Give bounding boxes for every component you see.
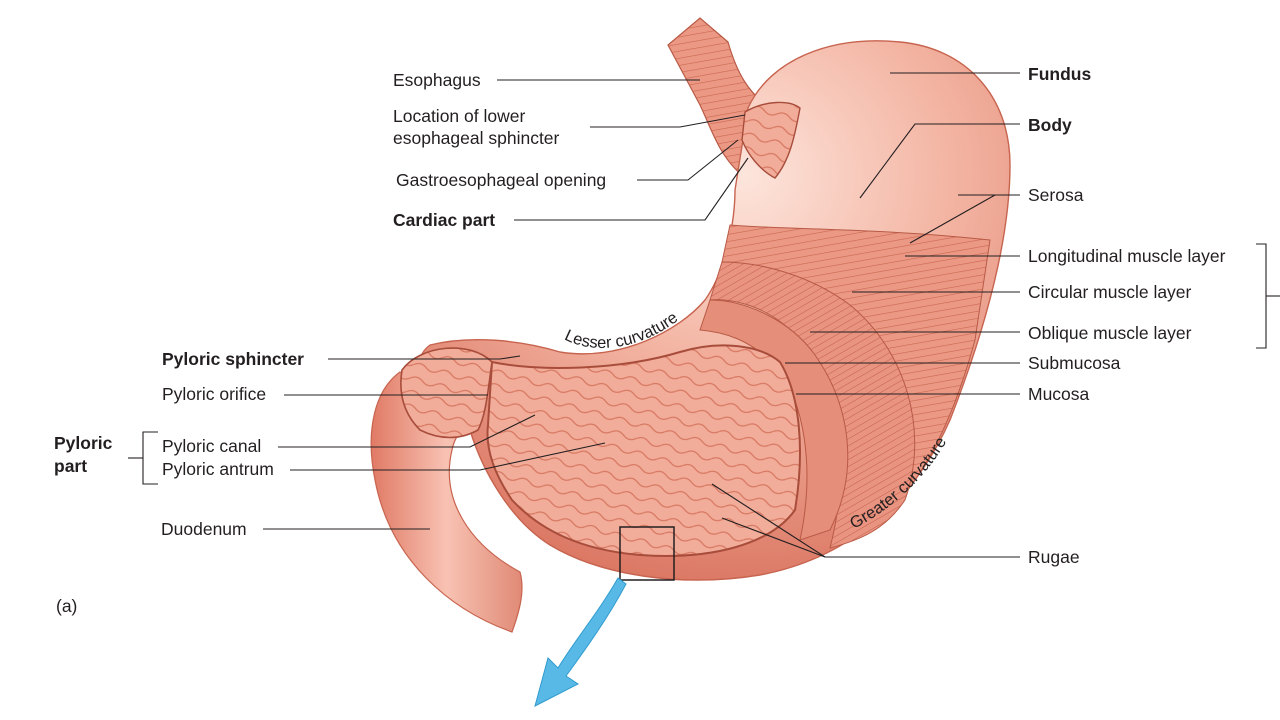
label-gastroesophageal-opening: Gastroesophageal opening <box>396 170 607 190</box>
mucosa-cut-interior <box>486 344 801 557</box>
leader-lines <box>128 72 1280 558</box>
label-longitudinal-muscle: Longitudinal muscle layer <box>1028 246 1226 266</box>
gastroesophageal-opening-shape <box>741 101 801 179</box>
label-pyloric-antrum: Pyloric antrum <box>162 459 274 479</box>
label-esophagus: Esophagus <box>393 70 481 90</box>
label-serosa: Serosa <box>1028 185 1084 205</box>
label-fundus: Fundus <box>1028 64 1092 84</box>
detail-box <box>619 526 675 581</box>
label-pyloric-canal: Pyloric canal <box>162 436 262 456</box>
label-les-line1: Location of lower <box>393 106 526 126</box>
pyloric-interior <box>400 347 493 439</box>
panel-label: (a) <box>56 596 78 616</box>
label-mucosa: Mucosa <box>1028 384 1090 404</box>
label-cardiac-part: Cardiac part <box>393 210 496 230</box>
label-oblique-muscle: Oblique muscle layer <box>1028 323 1192 343</box>
label-body: Body <box>1028 115 1072 135</box>
label-duodenum: Duodenum <box>161 519 247 539</box>
label-rugae: Rugae <box>1028 547 1080 567</box>
label-circular-muscle: Circular muscle layer <box>1028 282 1192 302</box>
label-pyloric-part-line1: Pyloric <box>54 433 113 453</box>
label-les-line2: esophageal sphincter <box>393 128 560 148</box>
label-pyloric-part-line2: part <box>54 456 88 476</box>
label-submucosa: Submucosa <box>1028 353 1121 373</box>
label-pyloric-orifice: Pyloric orifice <box>162 384 267 404</box>
label-pyloric-sphincter: Pyloric sphincter <box>162 349 304 369</box>
duodenum-shape <box>370 371 523 633</box>
detail-arrow <box>534 577 627 707</box>
